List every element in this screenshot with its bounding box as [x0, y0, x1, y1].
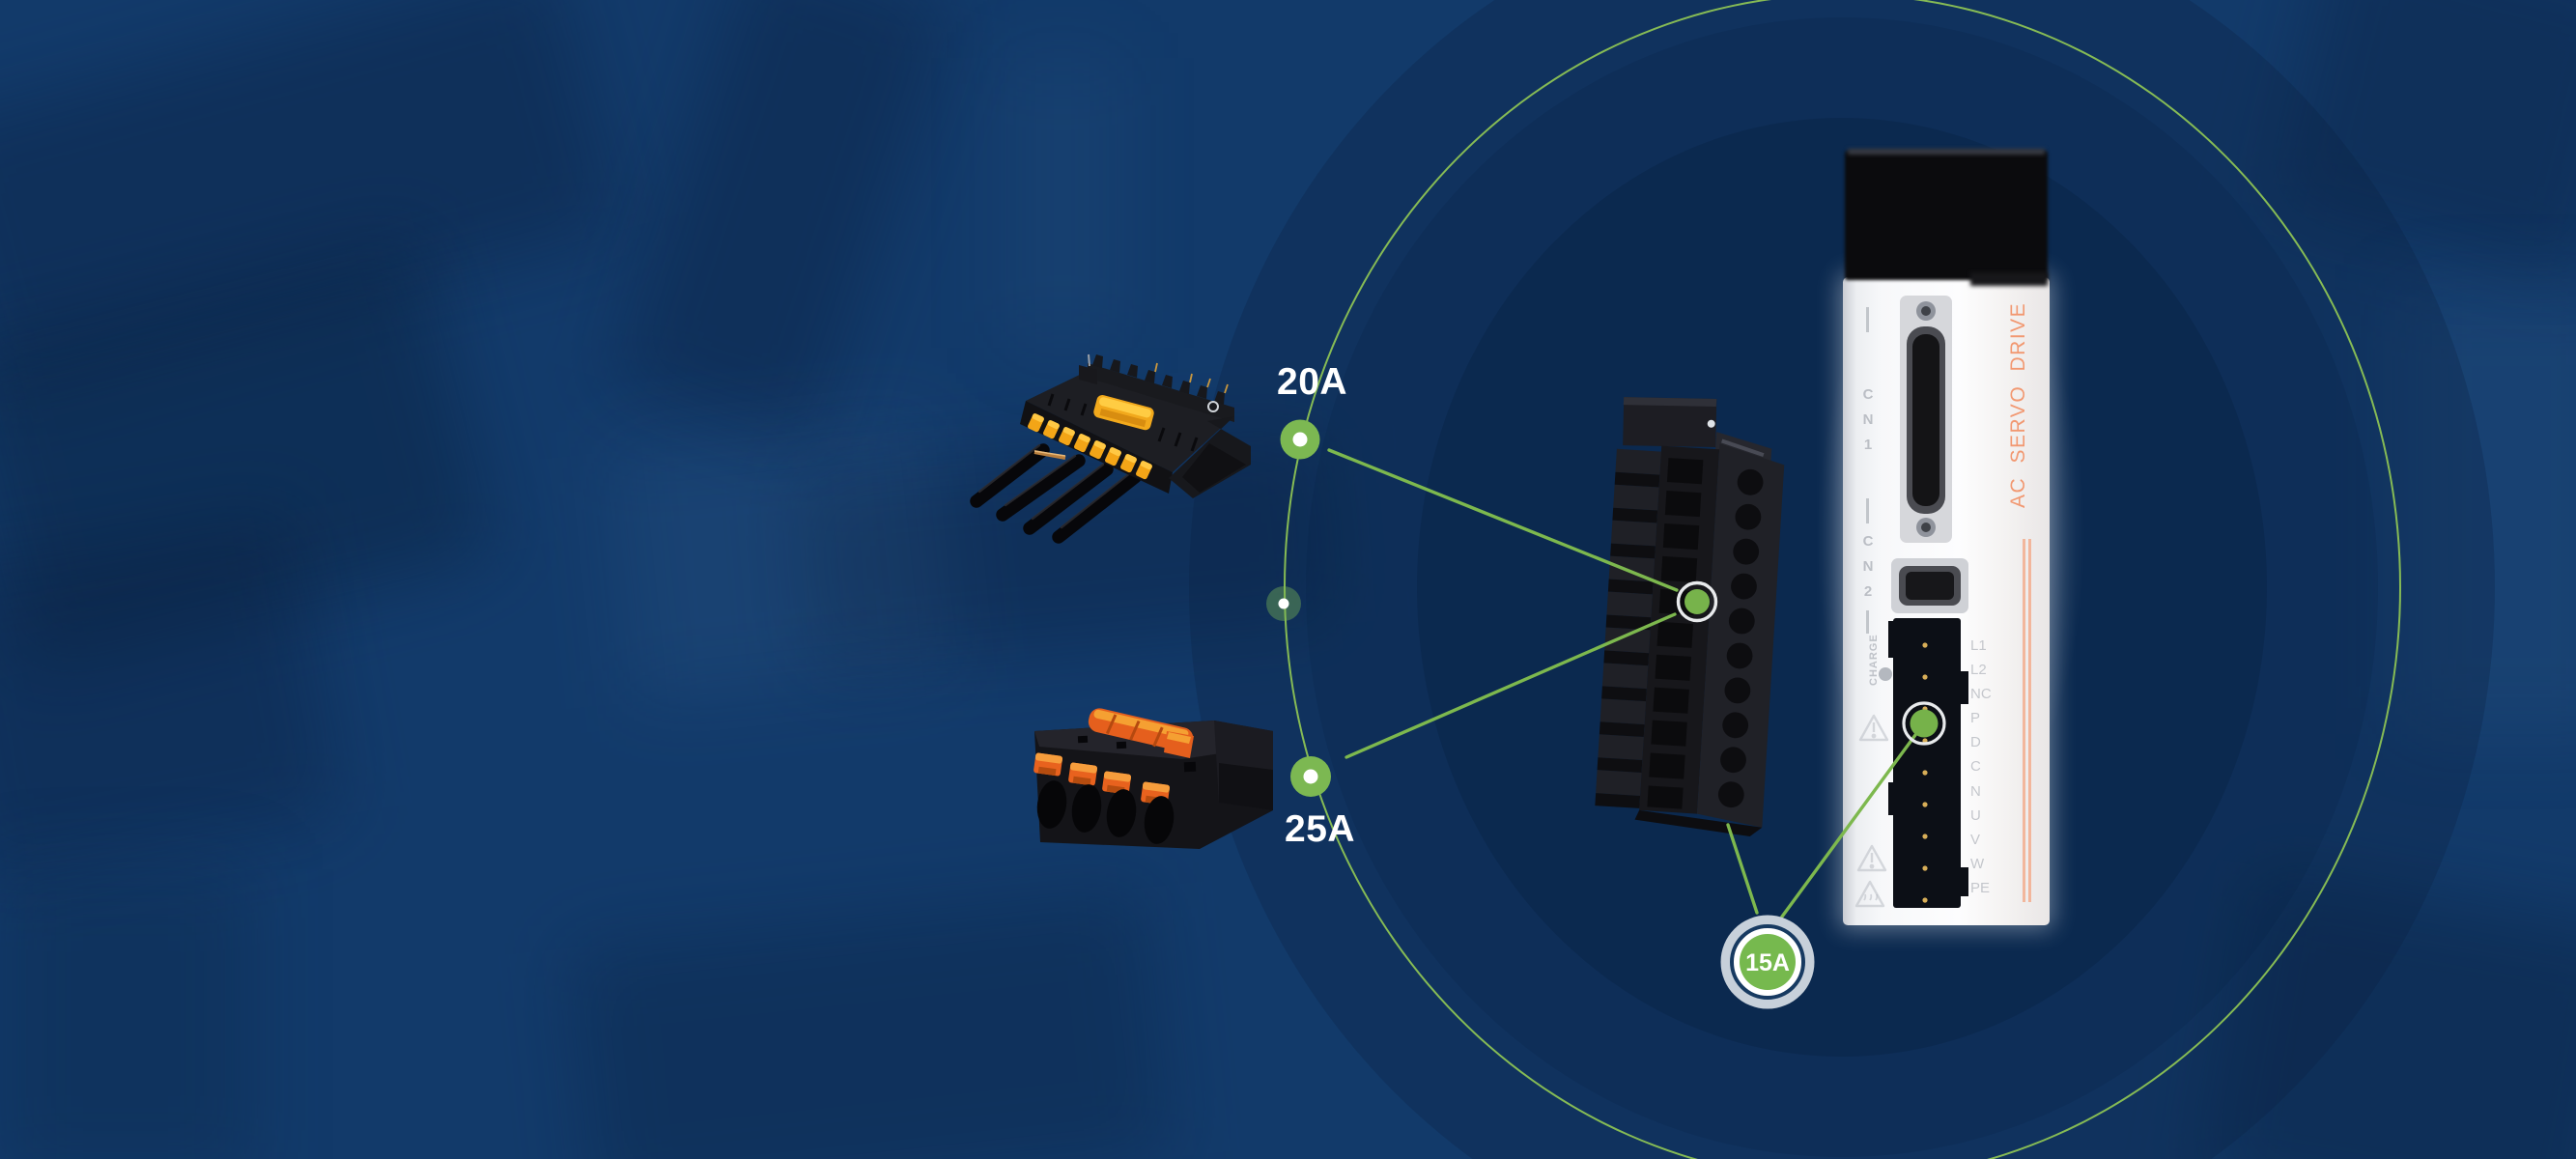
svg-text:15A: 15A — [1745, 949, 1790, 976]
